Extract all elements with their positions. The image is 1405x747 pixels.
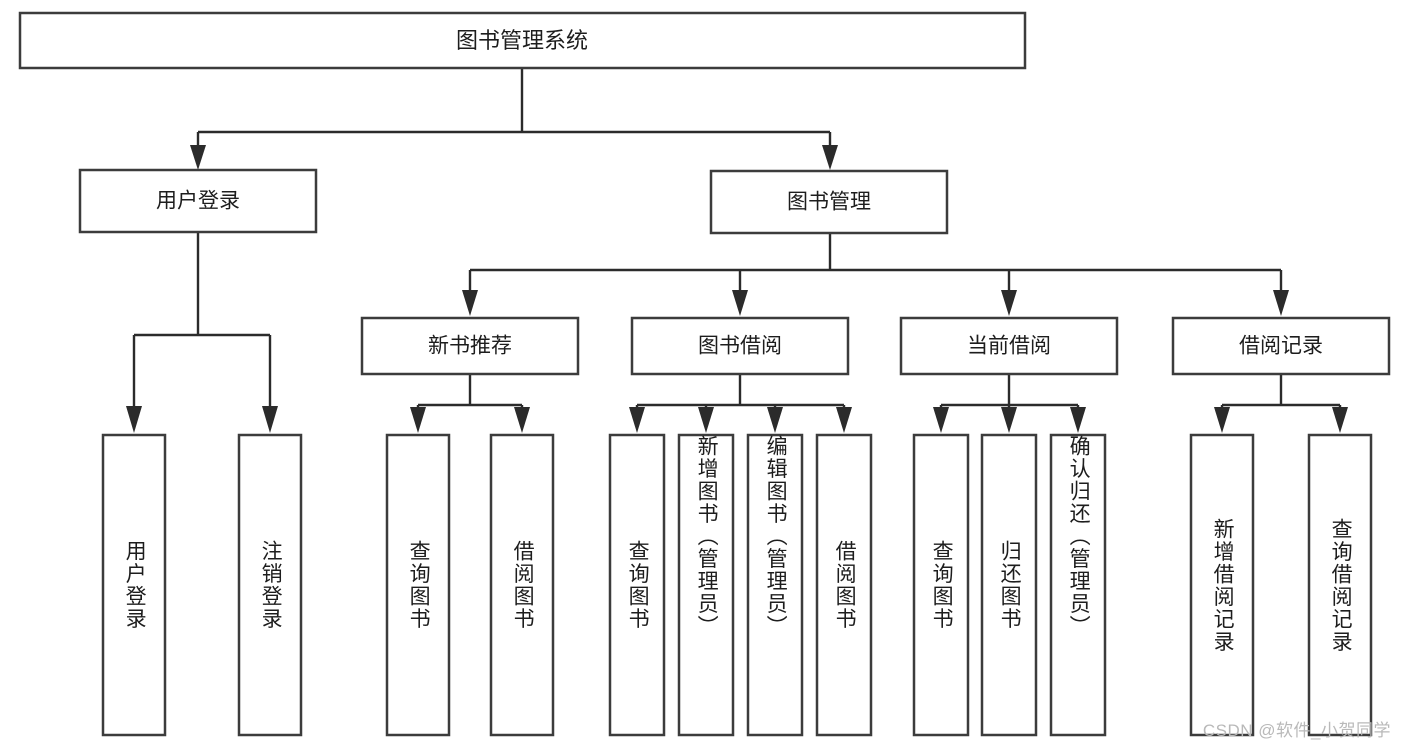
node-book-borrow-label: 图书借阅 xyxy=(698,335,782,358)
node-book-manage-label: 图书管理 xyxy=(787,191,871,214)
node-book-manage[interactable]: 图书管理 xyxy=(709,169,949,235)
node-new-book-recommend-box[interactable] xyxy=(360,316,580,376)
arrow-user-login-leaf-0 xyxy=(126,406,142,433)
arrow-book-borrow-leaf-1 xyxy=(698,407,714,433)
arrow-bm-to-book-borrow xyxy=(732,290,748,316)
node-current-borrow-label: 当前借阅 xyxy=(967,335,1051,358)
arrow-book-borrow-leaf-3 xyxy=(836,407,852,433)
leaf-box-return-book[interactable] xyxy=(980,433,1038,737)
arrow-new-book-leaf-1 xyxy=(514,407,530,433)
arrow-bm-to-borrow-record xyxy=(1273,290,1289,316)
arrow-borrow-record-leaf-1 xyxy=(1332,407,1348,433)
node-borrow-record[interactable]: 借阅记录 xyxy=(1171,316,1391,376)
arrow-book-borrow-leaf-0 xyxy=(629,407,645,433)
arrow-bm-to-new-book xyxy=(462,290,478,316)
node-current-borrow-box[interactable] xyxy=(899,316,1119,376)
arrow-book-borrow-leaf-2 xyxy=(767,407,783,433)
leaf-box-query-book-1[interactable] xyxy=(385,433,451,737)
leaf-boxes-layer xyxy=(101,433,1373,737)
arrow-current-borrow-leaf-1 xyxy=(1001,407,1017,433)
arrow-root-to-user-login xyxy=(190,145,206,170)
node-user-login[interactable]: 用户登录 xyxy=(78,168,318,234)
arrow-current-borrow-leaf-0 xyxy=(933,407,949,433)
node-borrow-record-label: 借阅记录 xyxy=(1239,335,1323,358)
arrow-root-to-book-manage xyxy=(822,145,838,170)
leaf-box-user-login[interactable] xyxy=(101,433,167,737)
watermark-text: CSDN @软件_小贺同学 xyxy=(1202,721,1391,740)
edges-layer xyxy=(126,68,1348,433)
leaf-box-logout[interactable] xyxy=(237,433,303,737)
node-root[interactable]: 图书管理系统 xyxy=(18,11,1027,70)
leaf-box-edit-book[interactable] xyxy=(746,433,804,737)
node-book-borrow-box[interactable] xyxy=(630,316,850,376)
leaf-box-add-record[interactable] xyxy=(1189,433,1255,737)
leaf-box-query-book-3[interactable] xyxy=(912,433,970,737)
node-current-borrow[interactable]: 当前借阅 xyxy=(899,316,1119,376)
arrow-current-borrow-leaf-2 xyxy=(1070,407,1086,433)
node-book-manage-box[interactable] xyxy=(709,169,949,235)
leaf-box-add-book[interactable] xyxy=(677,433,735,737)
node-book-borrow[interactable]: 图书借阅 xyxy=(630,316,850,376)
node-user-login-label: 用户登录 xyxy=(156,190,240,213)
node-new-book-recommend[interactable]: 新书推荐 xyxy=(360,316,580,376)
arrow-new-book-leaf-0 xyxy=(410,407,426,433)
node-borrow-record-box[interactable] xyxy=(1171,316,1391,376)
node-user-login-box[interactable] xyxy=(78,168,318,234)
node-root-box[interactable] xyxy=(18,11,1027,70)
leaf-box-borrow-book-1[interactable] xyxy=(489,433,555,737)
leaf-box-confirm-return[interactable] xyxy=(1049,433,1107,737)
leaf-box-query-book-2[interactable] xyxy=(608,433,666,737)
node-new-book-recommend-label: 新书推荐 xyxy=(428,335,512,358)
leaf-box-query-record[interactable] xyxy=(1307,433,1373,737)
arrow-bm-to-current-borrow xyxy=(1001,290,1017,316)
arrow-user-login-leaf-1 xyxy=(262,406,278,433)
node-root-label: 图书管理系统 xyxy=(456,28,588,53)
arrow-borrow-record-leaf-0 xyxy=(1214,407,1230,433)
leaf-box-borrow-book-2[interactable] xyxy=(815,433,873,737)
